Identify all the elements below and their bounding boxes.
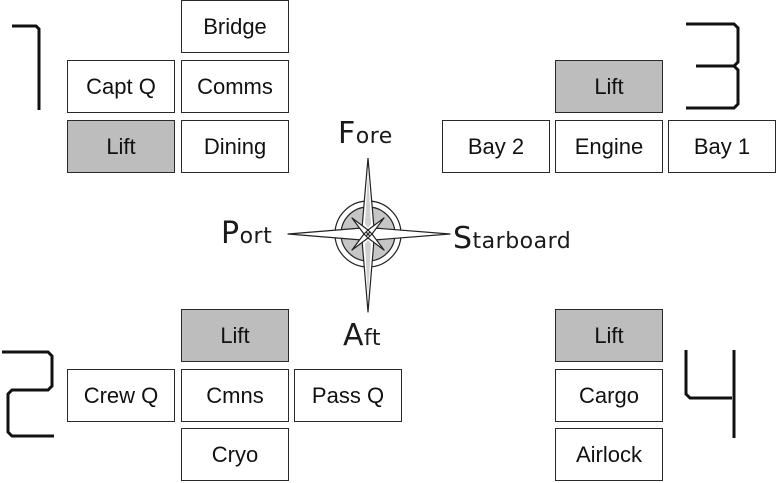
compass-port-rest: ort xyxy=(239,224,273,249)
room-cmns[interactable]: Cmns xyxy=(181,369,289,422)
compass-aft-rest: ft xyxy=(364,326,382,351)
compass-starboard-rest: tarboard xyxy=(472,229,572,254)
compass-port-initial: P xyxy=(221,216,240,251)
compass-label-port: Port xyxy=(221,216,272,251)
compass-label-fore: Fore xyxy=(338,116,393,151)
room-bay-2[interactable]: Bay 2 xyxy=(442,120,550,173)
deck-1-number xyxy=(8,22,48,114)
room-pass-q[interactable]: Pass Q xyxy=(294,369,402,422)
compass-starboard-initial: S xyxy=(453,221,473,256)
compass-label-starboard: Starboard xyxy=(453,221,571,256)
room-crew-q[interactable]: Crew Q xyxy=(67,369,175,422)
room-lift-deck-4[interactable]: Lift xyxy=(555,309,663,362)
room-capt-q[interactable]: Capt Q xyxy=(67,60,175,113)
deck-2-number xyxy=(0,348,60,440)
room-bridge[interactable]: Bridge xyxy=(181,0,289,53)
room-dining[interactable]: Dining xyxy=(181,120,289,173)
deck-4-number xyxy=(680,348,740,442)
room-lift-deck-3[interactable]: Lift xyxy=(555,60,663,113)
room-bay-1[interactable]: Bay 1 xyxy=(668,120,776,173)
compass-label-aft: Aft xyxy=(343,318,381,353)
compass-fore-rest: ore xyxy=(355,124,393,149)
room-engine[interactable]: Engine xyxy=(555,120,663,173)
room-comms[interactable]: Comms xyxy=(181,60,289,113)
compass-fore-initial: F xyxy=(338,116,356,151)
compass-rose-icon xyxy=(287,158,451,313)
room-lift-deck-1[interactable]: Lift xyxy=(67,120,175,173)
room-lift-deck-2[interactable]: Lift xyxy=(181,309,289,362)
room-airlock[interactable]: Airlock xyxy=(555,428,663,481)
room-cargo[interactable]: Cargo xyxy=(555,369,663,422)
deck-3-number xyxy=(682,20,746,114)
compass-aft-initial: A xyxy=(343,318,365,353)
room-cryo[interactable]: Cryo xyxy=(181,428,289,481)
